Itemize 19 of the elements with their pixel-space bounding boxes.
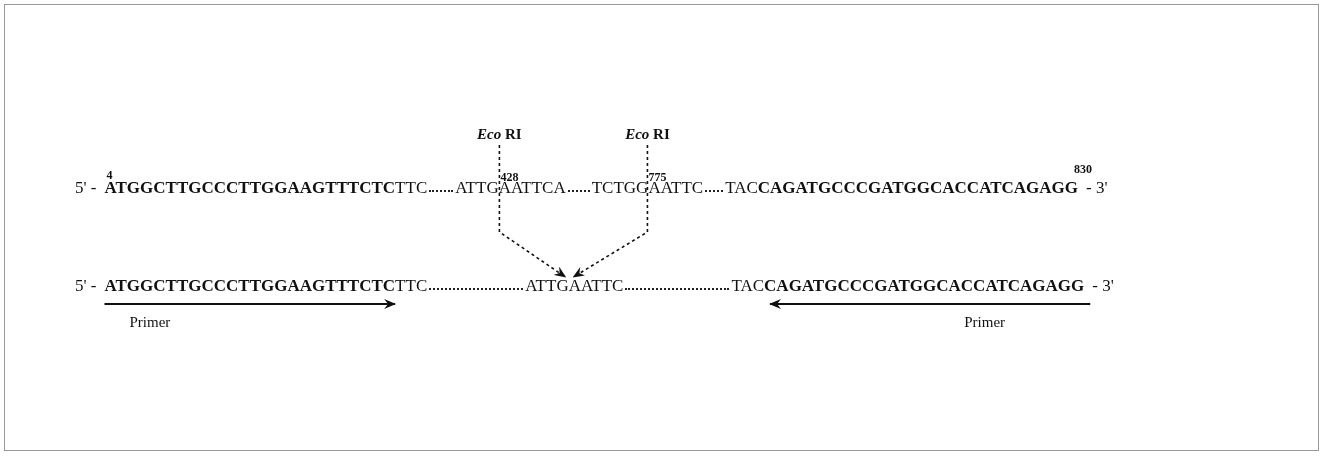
sequence-text: TTC [395, 276, 428, 296]
dashed-arrow [572, 144, 649, 278]
primer-label: Primer [129, 314, 171, 331]
strand-end-label: - 3' [1086, 178, 1108, 198]
dashed-arrow [498, 144, 567, 278]
position-number: 830 [1074, 162, 1092, 177]
restriction-site-label: Eco RI [477, 126, 522, 143]
restriction-site-label: Eco RI [625, 126, 670, 143]
sequence-text: CAGATGCCCGATGGCACCATCAGAGG [764, 276, 1085, 296]
sequence-text: TAC [731, 276, 765, 296]
strand-end-label: - 3' [1092, 276, 1114, 296]
sequence-text: CAGATGCCCGATGGCACCATCAGAGG [757, 178, 1078, 198]
sequence-text: TTC [395, 178, 428, 198]
strand-end-label: 5' - [75, 276, 97, 296]
primer-label: Primer [964, 314, 1006, 331]
junction-sequence: ATTGAATTC [525, 276, 624, 296]
sequence-text: ATGGCTTGCCCTTGGAAGTTTCTC [104, 276, 396, 296]
sequence-text: TAC [725, 178, 758, 198]
strand-end-label: 5' - [75, 178, 97, 198]
